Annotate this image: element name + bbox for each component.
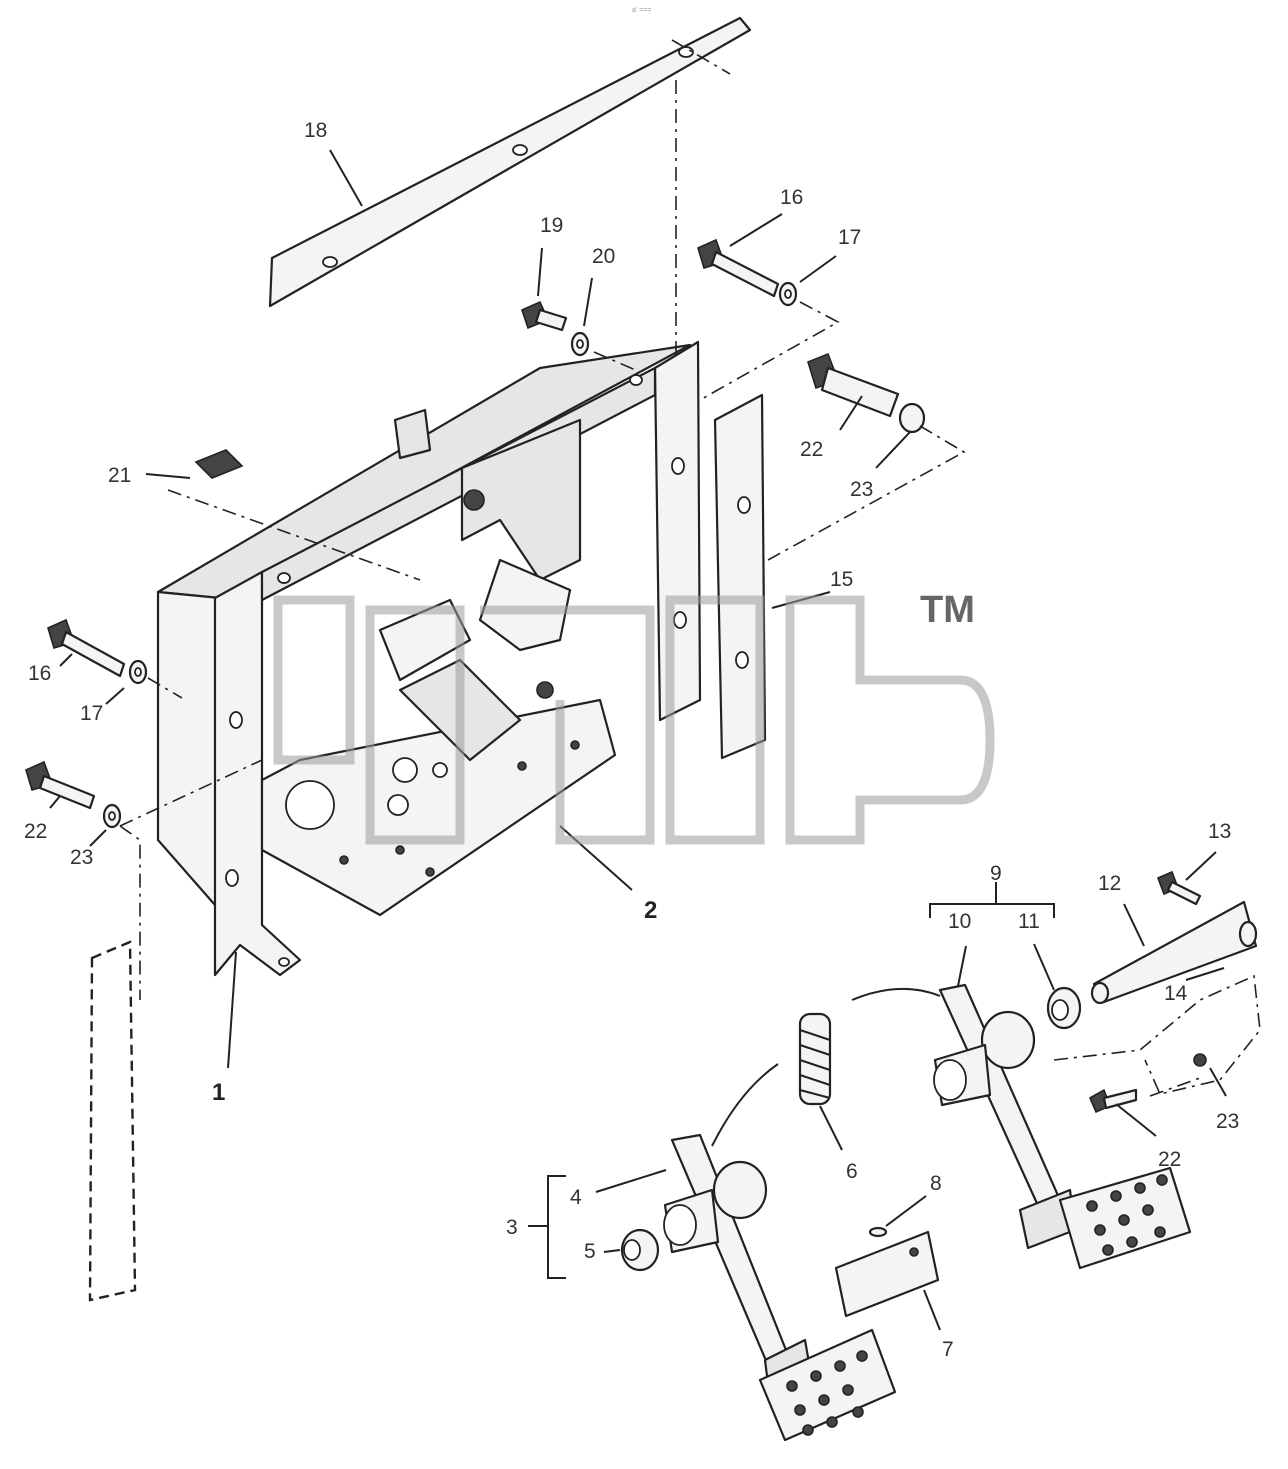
fastener-22-bolt-left <box>25 760 96 810</box>
callout-22-pedal: 22 <box>1158 1148 1181 1171</box>
part-8-pin <box>868 1226 888 1238</box>
part-10-right-pedal <box>933 983 1192 1270</box>
assembly-arrows <box>711 987 941 1147</box>
callout-8: 8 <box>930 1172 942 1195</box>
callout-5: 5 <box>584 1240 596 1263</box>
fastener-23-nut-right <box>898 402 926 434</box>
callout-22-left: 22 <box>24 820 47 843</box>
callout-14: 14 <box>1164 982 1188 1005</box>
fastener-23-washer-left <box>102 803 122 829</box>
part-1-frame <box>156 340 702 977</box>
part-13-bolt <box>1156 870 1202 906</box>
fastener-17-washer-left <box>128 659 148 685</box>
part-15-right-strip <box>713 393 767 760</box>
part-5-bushing <box>620 1228 660 1272</box>
fastener-22-bolt-right <box>807 352 900 418</box>
part-7-plate <box>834 1230 940 1318</box>
callout-13: 13 <box>1208 820 1231 843</box>
callout-9: 9 <box>990 862 1002 885</box>
part-14-bracket-outline <box>1053 974 1261 1095</box>
callout-20: 20 <box>592 245 615 268</box>
callout-17-right: 17 <box>838 226 861 249</box>
callout-12: 12 <box>1098 872 1121 895</box>
assembly-lines <box>119 39 1201 1097</box>
fastener-16-bolt-left <box>47 618 126 678</box>
callout-23-left: 23 <box>70 846 93 869</box>
fastener-20-washer <box>570 331 590 357</box>
callout-16-left: 16 <box>28 662 51 685</box>
callout-2: 2 <box>644 897 657 924</box>
callout-labels: 18 19 20 16 17 22 23 21 15 16 17 22 23 2… <box>24 119 1239 1361</box>
callout-3: 3 <box>506 1216 518 1239</box>
fastener-21-bolt <box>194 449 244 479</box>
callout-10: 10 <box>948 910 971 933</box>
callout-16-right: 16 <box>780 186 803 209</box>
part-12-shaft <box>1090 900 1258 1005</box>
callout-22-right: 22 <box>800 438 823 461</box>
callout-19: 19 <box>540 214 563 237</box>
callout-1: 1 <box>212 1079 225 1106</box>
callout-21: 21 <box>108 464 131 487</box>
callout-6: 6 <box>846 1160 858 1183</box>
callout-4: 4 <box>570 1186 582 1209</box>
callout-17-left: 17 <box>80 702 103 725</box>
fastener-19-bolt <box>521 300 568 332</box>
fastener-17-washer-right <box>778 281 798 307</box>
part-4-left-pedal <box>663 1133 897 1442</box>
callout-7: 7 <box>942 1338 954 1361</box>
callout-23-right: 23 <box>850 478 873 501</box>
callout-15: 15 <box>830 568 853 591</box>
left-dashed-strip <box>88 940 137 1302</box>
top-scribble: a' === <box>632 7 651 14</box>
watermark: TM <box>273 589 995 845</box>
callout-11: 11 <box>1018 910 1040 933</box>
leader-lines <box>49 149 1227 1331</box>
callout-23-pedal: 23 <box>1216 1110 1239 1133</box>
part-18-top-strip <box>268 16 752 308</box>
part-11-bushing <box>1046 986 1082 1030</box>
fastener-16-bolt-right <box>697 238 780 298</box>
fastener-22-bolt-pedal <box>1088 1088 1138 1114</box>
callout-18: 18 <box>304 119 327 142</box>
part-6-spring <box>798 1012 832 1106</box>
watermark-tm: TM <box>920 589 975 631</box>
